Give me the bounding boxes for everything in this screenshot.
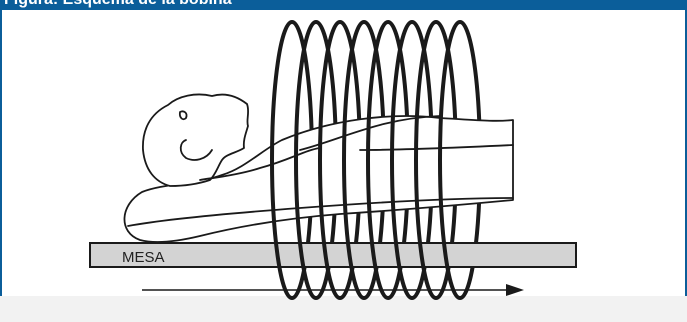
table: MESA: [90, 243, 576, 267]
arrow-head-icon: [506, 284, 524, 296]
table-label: MESA: [122, 249, 165, 266]
